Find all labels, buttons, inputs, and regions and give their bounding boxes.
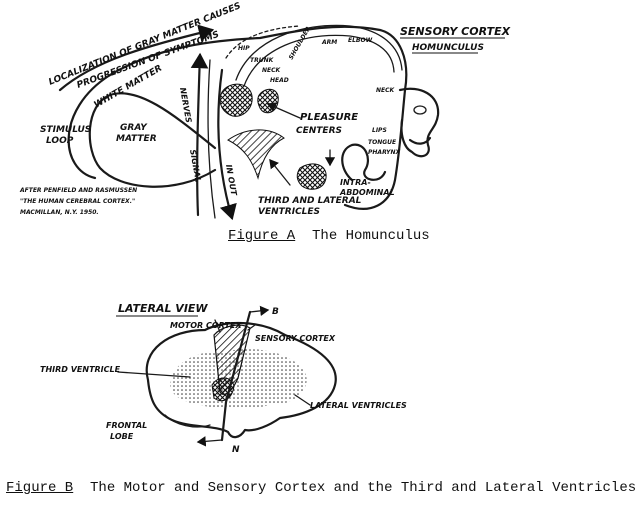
body-lips-label: LIPS [372,127,387,134]
figure-a-homunculus: SENSORY CORTEX HOMUNCULUS LOCALIZATION O… [19,1,511,221]
frontal-lobe-fold [164,414,211,428]
sensory-cortex-b-label: SENSORY CORTEX [255,334,336,343]
section-arrow-b [249,305,270,317]
intra-label-1: INTRA- [340,178,371,187]
frontal-lobe-label-2: LOBE [110,432,134,441]
stimulus-label-1: STIMULUS [40,125,91,135]
localization-arrow [58,24,215,92]
intra-label-2: ABDOMINAL [339,188,395,197]
body-elbow-label: ELBOW [348,37,373,44]
cortex-strip [235,24,403,87]
body-hip-label: HIP [238,45,250,52]
gray-matter-label-1: GRAY [120,123,148,133]
citation-line-1: AFTER PENFIELD AND RASMUSSEN [19,187,137,194]
homunculus-label: HOMUNCULUS [412,43,484,53]
stimulus-loop [88,92,217,188]
nerves-label: NERVES [178,87,193,124]
figure-a-caption: Figure A The Homunculus [228,228,430,244]
sensory-cortex-label: SENSORY CORTEX [400,25,511,38]
abdomen-loop [341,143,387,182]
frontal-lobe-label-1: FRONTAL [106,421,147,430]
brain-outline [67,25,408,210]
body-neck-label: NECK [262,67,282,74]
third-ventricle-label: THIRD VENTRICLE [40,365,121,374]
homunculus-lips [408,136,432,145]
citation-line-2: "THE HUMAN CEREBRAL CORTEX." [20,198,135,205]
ventricle-pointer [269,158,291,186]
body-arm-label: ARM [321,39,337,46]
figure-b-lateral-view: LATERAL VIEW MOTOR CORTEX SENSORY CORTEX… [40,302,407,455]
figure-a-caption-label: Figure A [228,228,296,244]
gray-matter-label-2: MATTER [116,134,157,144]
section-marker-b: B [272,307,279,317]
intra-abdominal-hatch [296,163,327,190]
body-head-label: HEAD [270,77,289,84]
stimulus-label-2: LOOP [46,136,74,146]
figure-b-caption: Figure B The Motor and Sensory Cortex an… [6,480,636,496]
section-marker-n: N [232,445,240,455]
pleasure-label-2: CENTERS [296,126,342,136]
pleasure-label-1: PLEASURE [300,112,358,123]
third-lateral-label-2: VENTRICLES [258,207,320,217]
lateral-dotted-region [170,349,307,409]
section-arrow-n [196,436,223,447]
signal-label: SIGNAL [188,149,203,183]
body-neck2-label: NECK [376,87,396,94]
lateral-ventricles-label: LATERAL VENTRICLES [310,401,407,410]
citation-line-3: MACMILLAN, N.Y. 1950. [20,209,99,216]
third-lateral-label-1: THIRD AND LATERAL [258,196,362,206]
signal-nerve-in [190,52,209,217]
figure-a-caption-text: The Homunculus [312,228,430,244]
pleasure-pointer [266,102,301,119]
figure-b-caption-text: The Motor and Sensory Cortex and the Thi… [90,480,637,496]
signal-nerve-out [217,68,237,221]
body-pharynx-label: PHARYNX [368,149,400,156]
homunculus-eye [413,105,427,115]
homunculus-face [398,87,440,158]
pleasure-center-left [219,83,253,117]
motor-pointer [214,319,221,333]
lateral-view-label: LATERAL VIEW [118,302,208,315]
ventricle-hatch [227,129,285,180]
section-line [220,310,252,442]
lateral-ventricles-pointer [294,394,311,406]
lateral-brain-outline [145,322,337,439]
figure-b-caption-label: Figure B [6,480,74,496]
pleasure-center-right [257,88,279,114]
body-trunk-label: TRUNK [250,57,275,64]
body-tongue-label: TONGUE [368,139,397,146]
signal-nerve-mid [207,59,216,219]
third-ventricle-pointer [117,371,191,378]
sensory-pointer [247,324,256,331]
motor-cortex-label: MOTOR CORTEX [170,321,242,330]
cortex-strip-inner [225,25,301,59]
